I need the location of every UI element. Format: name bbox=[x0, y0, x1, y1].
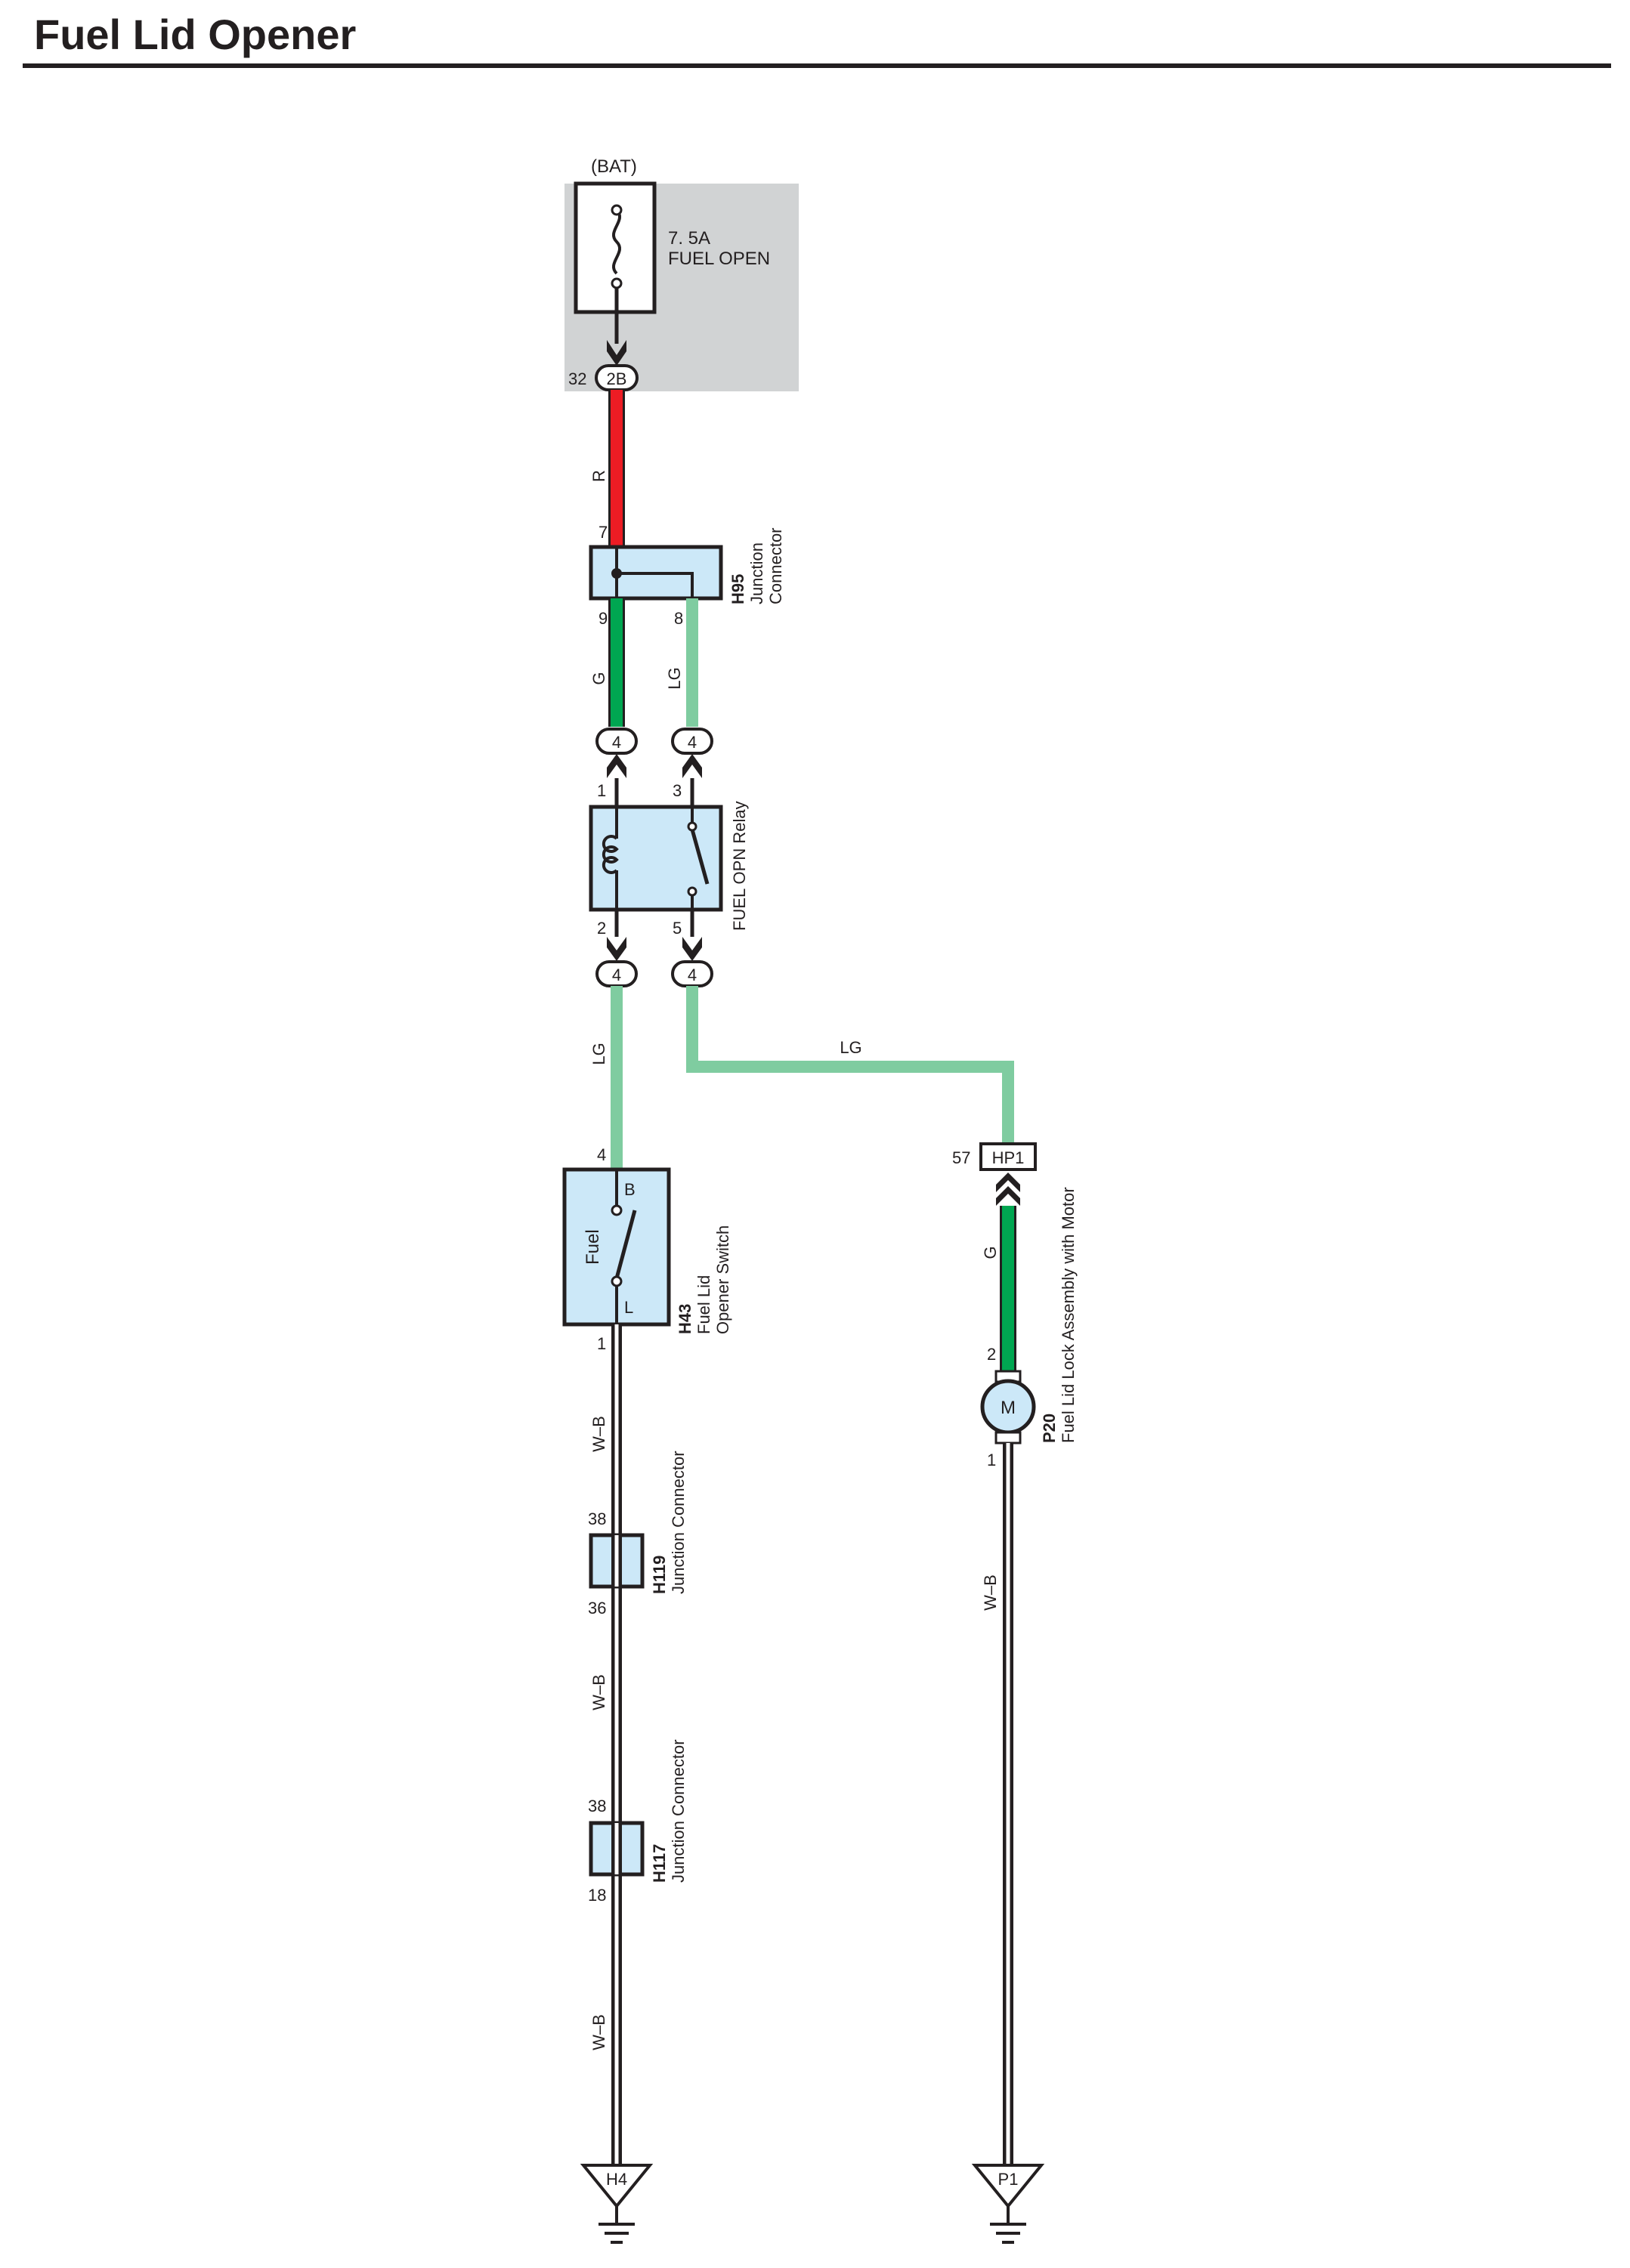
h117-junction-connector: 38 18 H117 Junction Connector bbox=[588, 1739, 688, 1905]
h95-junction-connector: 7 9 8 H95 Junction Connector bbox=[589, 523, 785, 628]
motor-symbol: M bbox=[1001, 1398, 1016, 1418]
h43-terminal-l: L bbox=[624, 1298, 633, 1317]
relay-switch-icon bbox=[690, 829, 710, 885]
wire-wb-right: W–B bbox=[981, 1443, 1013, 2165]
wire-label-wb-3: W–B bbox=[589, 2014, 608, 2050]
fuse-icon bbox=[611, 209, 622, 275]
relay-bottom-connectors: 4 4 bbox=[595, 910, 713, 987]
svg-text:4: 4 bbox=[612, 733, 621, 752]
fuse-terminal-top bbox=[611, 204, 623, 216]
h43-fuel-lid-opener-switch: B L Fuel 4 1 H43 Fuel Lid Opener Switch bbox=[562, 1145, 732, 1353]
p20-fuel-lid-lock-motor: M 2 1 P20 Fuel Lid Lock Assembly with Mo… bbox=[980, 1187, 1078, 1469]
svg-text:4: 4 bbox=[688, 733, 697, 752]
connector-arrow-icon bbox=[607, 340, 626, 366]
wire-label-wb-motor: W–B bbox=[981, 1574, 1000, 1611]
relay-connector-tr bbox=[671, 728, 713, 755]
ground-p1: P1 bbox=[971, 2164, 1045, 2244]
relay-pin-1: 1 bbox=[597, 781, 606, 800]
fuse-name: FUEL OPEN bbox=[668, 249, 770, 269]
h117-name: Junction Connector bbox=[669, 1739, 688, 1883]
wire-label-wb-1: W–B bbox=[589, 1416, 608, 1452]
h43-pin-1: 1 bbox=[597, 1334, 606, 1353]
connector-arrow-icon bbox=[996, 1173, 1020, 1192]
fuse-rating: 7. 5A bbox=[668, 228, 710, 249]
fuse-source-label: (BAT) bbox=[591, 156, 637, 177]
wire-label-wb-2: W–B bbox=[589, 1674, 608, 1710]
hp1-connector: HP1 57 bbox=[952, 1142, 1037, 1206]
wire-g-motor: G bbox=[981, 1206, 1016, 1371]
wire-wb-left: W–B W–B W–B bbox=[589, 1324, 622, 2165]
h43-name-line2: Opener Switch bbox=[713, 1225, 732, 1334]
fuel-opn-relay: 1 3 2 5 FUEL OPN Relay bbox=[589, 781, 749, 938]
h95-name-line2: Connector bbox=[766, 527, 785, 604]
fuse-terminal-bottom bbox=[611, 277, 623, 289]
p20-name: Fuel Lid Lock Assembly with Motor bbox=[1059, 1187, 1078, 1443]
ground-label-h4: H4 bbox=[606, 2170, 627, 2189]
h117-pin-38: 38 bbox=[588, 1797, 606, 1815]
connector-arrow-icon bbox=[607, 754, 626, 778]
h95-code: H95 bbox=[728, 574, 747, 604]
wires-h95-to-relay: G LG bbox=[589, 598, 698, 727]
hp1-label: HP1 bbox=[992, 1148, 1025, 1167]
h95-pin-9: 9 bbox=[598, 609, 608, 628]
fuse-pin-label: 32 bbox=[568, 369, 586, 388]
connector-arrow-icon bbox=[682, 754, 702, 778]
wire-label-g-top: G bbox=[589, 672, 608, 684]
p20-pin-1: 1 bbox=[987, 1451, 996, 1469]
title-rule bbox=[23, 63, 1611, 68]
relay-top-connectors: 4 4 bbox=[595, 728, 713, 807]
ground-icon bbox=[971, 2164, 1045, 2209]
h119-junction-connector: 38 36 H119 Junction Connector bbox=[588, 1451, 688, 1618]
fuse-block: (BAT) 7. 5A FUEL OPEN 2B 32 bbox=[564, 156, 799, 391]
ground-label-p1: P1 bbox=[998, 2170, 1019, 2189]
h119-pin-38: 38 bbox=[588, 1509, 606, 1528]
p20-pin-2: 2 bbox=[987, 1345, 996, 1364]
wire-label-lg-top: LG bbox=[665, 667, 684, 689]
h95-pin-7: 7 bbox=[598, 523, 608, 542]
h95-name-line1: Junction bbox=[747, 542, 766, 604]
wire-label-g-motor: G bbox=[981, 1246, 1000, 1259]
wire-label-lg-mid: LG bbox=[589, 1043, 608, 1064]
wire-red: R bbox=[589, 390, 625, 550]
h117-pin-18: 18 bbox=[588, 1886, 606, 1905]
relay-pin-2: 2 bbox=[597, 919, 606, 938]
h119-pin-36: 36 bbox=[588, 1599, 606, 1618]
ground-h4: H4 bbox=[580, 2164, 654, 2244]
h43-pin-4: 4 bbox=[597, 1145, 606, 1164]
h117-code: H117 bbox=[650, 1844, 669, 1883]
hp1-pin-57: 57 bbox=[952, 1148, 970, 1167]
h95-pin-8: 8 bbox=[674, 609, 683, 628]
h43-inner-label: Fuel bbox=[583, 1229, 603, 1265]
relay-name: FUEL OPN Relay bbox=[730, 801, 749, 931]
relay-pin-3: 3 bbox=[673, 781, 682, 800]
page-title: Fuel Lid Opener bbox=[34, 11, 356, 58]
wire-label-r: R bbox=[589, 470, 608, 482]
switch-icon bbox=[614, 1210, 637, 1279]
fuse-connector-label: 2B bbox=[607, 369, 627, 388]
connector-arrow-icon bbox=[682, 937, 702, 961]
h43-code: H43 bbox=[676, 1304, 694, 1334]
relay-connector-tl bbox=[595, 728, 638, 755]
h119-code: H119 bbox=[650, 1556, 669, 1594]
svg-text:4: 4 bbox=[688, 966, 697, 984]
relay-coil-icon bbox=[602, 835, 619, 874]
connector-arrow-icon bbox=[607, 937, 626, 961]
p20-code: P20 bbox=[1040, 1414, 1059, 1443]
wire-label-lg-horizontal: LG bbox=[840, 1038, 861, 1057]
h119-name: Junction Connector bbox=[669, 1451, 688, 1594]
relay-pin-5: 5 bbox=[673, 919, 682, 938]
h43-name-line1: Fuel Lid bbox=[694, 1275, 713, 1334]
connector-arrow-icon bbox=[996, 1186, 1020, 1206]
ground-icon bbox=[580, 2164, 654, 2209]
wires-relay-to-switch: LG LG bbox=[589, 986, 1014, 1170]
svg-text:4: 4 bbox=[612, 966, 621, 984]
h43-terminal-b: B bbox=[624, 1180, 636, 1199]
